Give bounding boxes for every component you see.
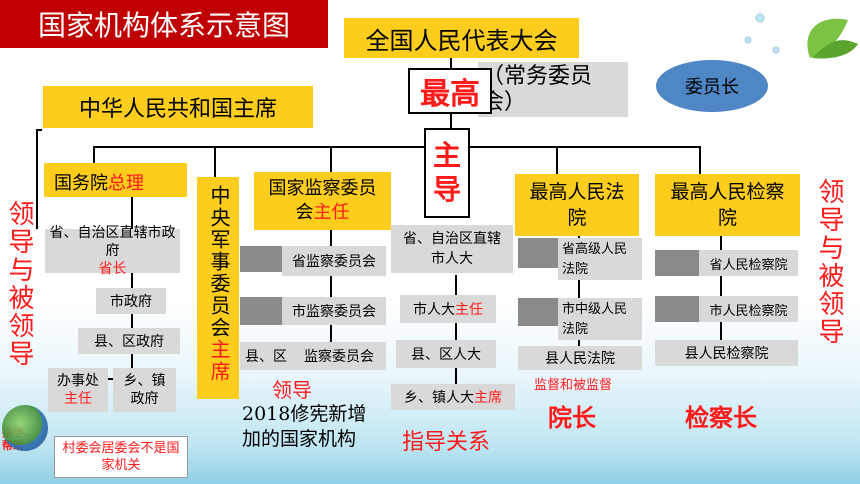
supervision-leading-label: 领导 (272, 378, 312, 402)
connector (556, 146, 558, 174)
county-procuratorate: 县人民检察院 (655, 340, 798, 366)
sub-district-office: 办事处 主任 (48, 368, 108, 412)
state-council-box: 国务院总理 (44, 163, 187, 197)
supreme-procuratorate-box: 最高人民检察院 (655, 174, 800, 236)
connector (36, 129, 42, 131)
provincial-government: 省、自治区直辖市政府 省长 (45, 225, 180, 277)
chairman-oval: 委员长 (656, 60, 768, 112)
droplet-icon (744, 36, 752, 44)
connector (455, 275, 457, 385)
president-box: 中华人民共和国主席 (43, 86, 313, 128)
city-court: 市中级人民法院 (558, 298, 642, 340)
grey-marker (240, 246, 282, 272)
township-government: 乡、镇政府 (113, 368, 176, 412)
leaf-icon (807, 18, 848, 58)
procuratorate-head-label: 检察长 (685, 404, 757, 432)
city-procuratorate: 市人民检察院 (699, 296, 798, 322)
city-government: 市政府 (96, 288, 166, 314)
leading-badge: 主导 (424, 128, 470, 218)
county-court: 县人民法院 (518, 346, 642, 370)
standing-committee-box: （常务委员会） (478, 62, 628, 117)
provincial-court: 省高级人民法院 (558, 238, 642, 280)
connector (88, 378, 132, 380)
droplet-icon (755, 13, 765, 23)
page-title: 国家机构体系示意图 (0, 0, 328, 48)
plant-decoration (744, 13, 858, 59)
provincial-supervision: 省监察委员会 (282, 246, 386, 276)
county-supervision-prefix: 县、区 (240, 342, 292, 370)
connector (450, 55, 452, 175)
provincial-npc: 省、自治区直辖市人大 (391, 225, 513, 273)
city-npc: 市人大主任 (400, 295, 496, 323)
supreme-badge: 最高 (408, 68, 492, 114)
grey-marker (518, 298, 558, 326)
connector (330, 146, 332, 174)
droplet-icon (772, 46, 780, 54)
supervision-commission-box: 国家监察委员会主任 (254, 172, 391, 230)
npc-relation-label: 指导关系 (402, 430, 491, 455)
connector (214, 146, 216, 178)
npc-box: 全国人民代表大会 (344, 18, 579, 58)
leaf-icon (812, 40, 858, 59)
county-npc: 县、区人大 (396, 340, 496, 368)
connector (699, 146, 701, 174)
left-vertical-label: 领导与被领导 (4, 200, 34, 368)
supervision-note: 2018修宪新增加的国家机构 (242, 403, 367, 450)
connector (330, 230, 332, 355)
city-supervision: 市监察委员会 (282, 297, 386, 325)
connector (93, 146, 701, 148)
county-supervision: 监察委员会 (292, 342, 386, 370)
grey-marker (655, 250, 699, 276)
connector (36, 129, 38, 229)
township-npc: 乡、镇人大主席 (391, 384, 515, 410)
connector (93, 146, 95, 166)
village-note: 村委会居委会不是国家机关 (54, 436, 188, 478)
grey-marker (240, 297, 282, 325)
state-council-role: 总理 (108, 173, 144, 194)
right-vertical-label: 领导与被领导 (814, 178, 844, 346)
globe-icon (2, 405, 48, 451)
county-government: 县、区政府 (78, 328, 180, 354)
grey-marker (655, 296, 699, 322)
state-council-label: 国务院 (54, 173, 108, 194)
court-head-label: 院长 (548, 404, 596, 432)
grey-marker (518, 238, 558, 268)
supreme-court-box: 最高人民法院 (515, 174, 639, 236)
court-note: 监督和被监督 (534, 378, 613, 393)
cmc-box: 中央军事委员会主席 (197, 177, 239, 399)
provincial-procuratorate: 省人民检察院 (699, 250, 798, 276)
